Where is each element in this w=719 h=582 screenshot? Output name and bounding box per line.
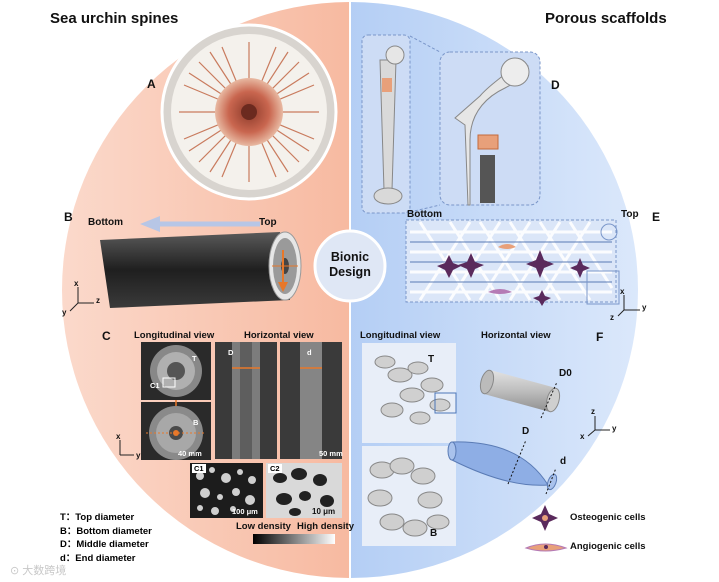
marker-c2: C2: [268, 464, 282, 473]
legend-angiogenic: Angiogenic cells: [570, 541, 646, 552]
marker-c1-inset: C1: [192, 464, 206, 473]
scale-50mm: 50 mm: [319, 449, 343, 458]
panel-e-top-label: Top: [621, 209, 639, 220]
scale-100um: 100 μm: [232, 507, 258, 516]
tube-model-top: [362, 343, 457, 443]
sem-images: [190, 463, 342, 518]
axes-b: [69, 287, 94, 312]
axis-x-f: x: [580, 432, 585, 441]
panel-c-horizontal-label: Horizontal view: [244, 330, 314, 341]
bionic-design-circle: [313, 229, 387, 303]
panel-c-label: C: [102, 329, 111, 343]
right-title: Porous scaffolds: [545, 10, 667, 27]
panel-f-horizontal-label: Horizontal view: [481, 330, 551, 341]
marker-d-middle: D: [522, 426, 530, 437]
panel-f-label: F: [596, 330, 604, 344]
axis-x-c: x: [116, 432, 121, 441]
ct-horizontal-images: [215, 342, 342, 459]
axis-y-b: y: [62, 308, 67, 317]
watermark-text: 大数跨境: [22, 565, 67, 577]
axes-f: [587, 416, 610, 437]
axes-c: [119, 440, 134, 456]
axis-y-f: y: [612, 424, 617, 433]
marker-c1: C1: [150, 381, 160, 390]
marker-b-f: B: [430, 528, 438, 539]
axis-y-c: y: [136, 451, 141, 460]
axis-x-e: x: [620, 287, 625, 296]
cylinder-d0: [479, 369, 561, 419]
scale-10um: 10 μm: [312, 507, 336, 516]
marker-d-lower: d: [307, 348, 312, 357]
definition-t: T：Top diameter: [60, 512, 135, 523]
axes-e: [617, 295, 640, 317]
definition-d-end: d：End diameter: [60, 552, 136, 564]
density-low-label: Low density: [236, 521, 291, 532]
density-high-label: High density: [297, 521, 355, 532]
ct-longitudinal-images: [141, 342, 211, 460]
panel-d-label: D: [551, 78, 560, 92]
axis-y-e: y: [642, 303, 647, 312]
tube-model-bottom: [362, 446, 456, 546]
femur-image: [361, 34, 541, 214]
marker-b-c: B: [193, 418, 199, 427]
axis-x-b: x: [74, 279, 79, 288]
scaffold-weave: [405, 219, 620, 305]
watermark-icon: ⊙: [10, 565, 20, 577]
spine-rod: [100, 216, 302, 308]
definition-d-middle: D：Middle diameter: [60, 539, 149, 550]
axis-z-b: z: [96, 296, 100, 305]
definitions-list: T：Top diameter B：Bottom diameter D：Middl…: [60, 511, 152, 565]
legend-osteogenic: Osteogenic cells: [570, 512, 646, 523]
panel-b-top-label: Top: [259, 217, 277, 228]
center-label: Bionic Design: [329, 250, 371, 279]
marker-t-c: T: [192, 354, 197, 363]
panel-e-bottom-label: Bottom: [407, 209, 442, 220]
marker-d0: D0: [559, 368, 572, 379]
marker-d-end: d: [560, 456, 567, 467]
osteogenic-cells: [437, 250, 590, 306]
spindle-shape: [447, 439, 558, 495]
panel-a-label: A: [147, 77, 156, 91]
scale-40mm: 40 mm: [178, 449, 202, 458]
axis-z-e: z: [610, 313, 614, 322]
watermark: ⊙ 大数跨境: [10, 562, 66, 578]
panel-b-bottom-label: Bottom: [88, 217, 123, 228]
marker-t-f: T: [428, 354, 435, 365]
definition-b: B：Bottom diameter: [60, 525, 152, 537]
angiogenic-cells-shapes: [488, 244, 516, 294]
panel-b-label: B: [64, 210, 73, 224]
panel-f-longitudinal-label: Longitudinal view: [360, 330, 441, 341]
density-bar: [253, 534, 335, 544]
axis-z-f: z: [591, 407, 595, 416]
left-title: Sea urchin spines: [50, 10, 179, 27]
sea-urchin-image: [160, 23, 338, 201]
panel-e-label: E: [652, 210, 661, 224]
marker-d-upper: D: [228, 348, 234, 357]
panel-c-longitudinal-label: Longitudinal view: [134, 330, 215, 341]
